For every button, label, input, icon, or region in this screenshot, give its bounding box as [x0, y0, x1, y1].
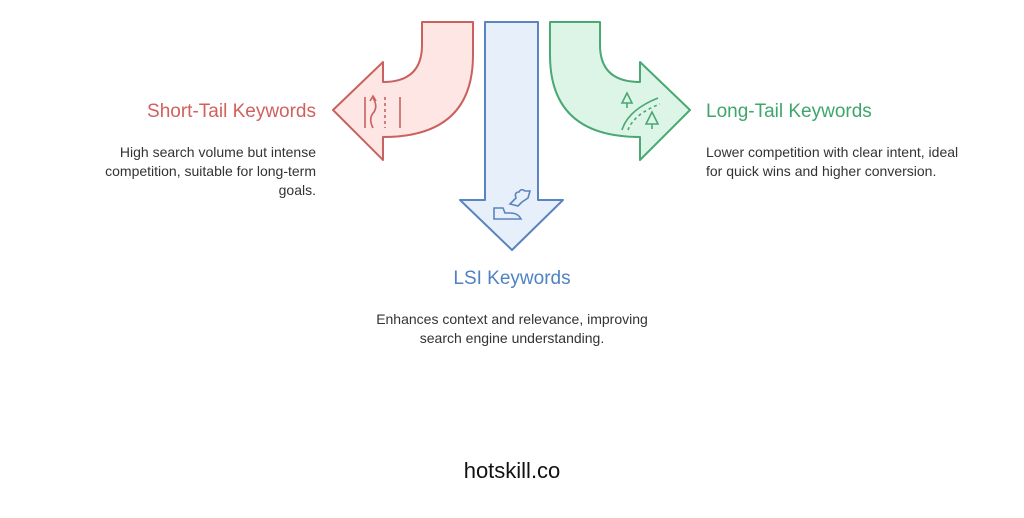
- lsi-title: LSI Keywords: [453, 268, 571, 289]
- short-tail-arrow: [332, 21, 474, 161]
- short-tail-title: Short-Tail Keywords: [147, 101, 316, 122]
- lsi-arrow: [459, 21, 564, 251]
- footer-brand: hotskill.co: [463, 458, 561, 483]
- long-tail-arrow: [549, 21, 691, 161]
- lsi-description: Enhances context and relevance, improvin…: [376, 311, 648, 346]
- long-tail-description: Lower competition with clear intent, ide…: [706, 144, 959, 179]
- puzzle-piece-hand-icon: [493, 188, 532, 220]
- short-tail-description: High search volume but intense competiti…: [105, 144, 316, 198]
- long-tail-title: Long-Tail Keywords: [706, 101, 872, 122]
- winding-road-icon: [364, 94, 401, 129]
- road-trees-icon: [620, 91, 661, 131]
